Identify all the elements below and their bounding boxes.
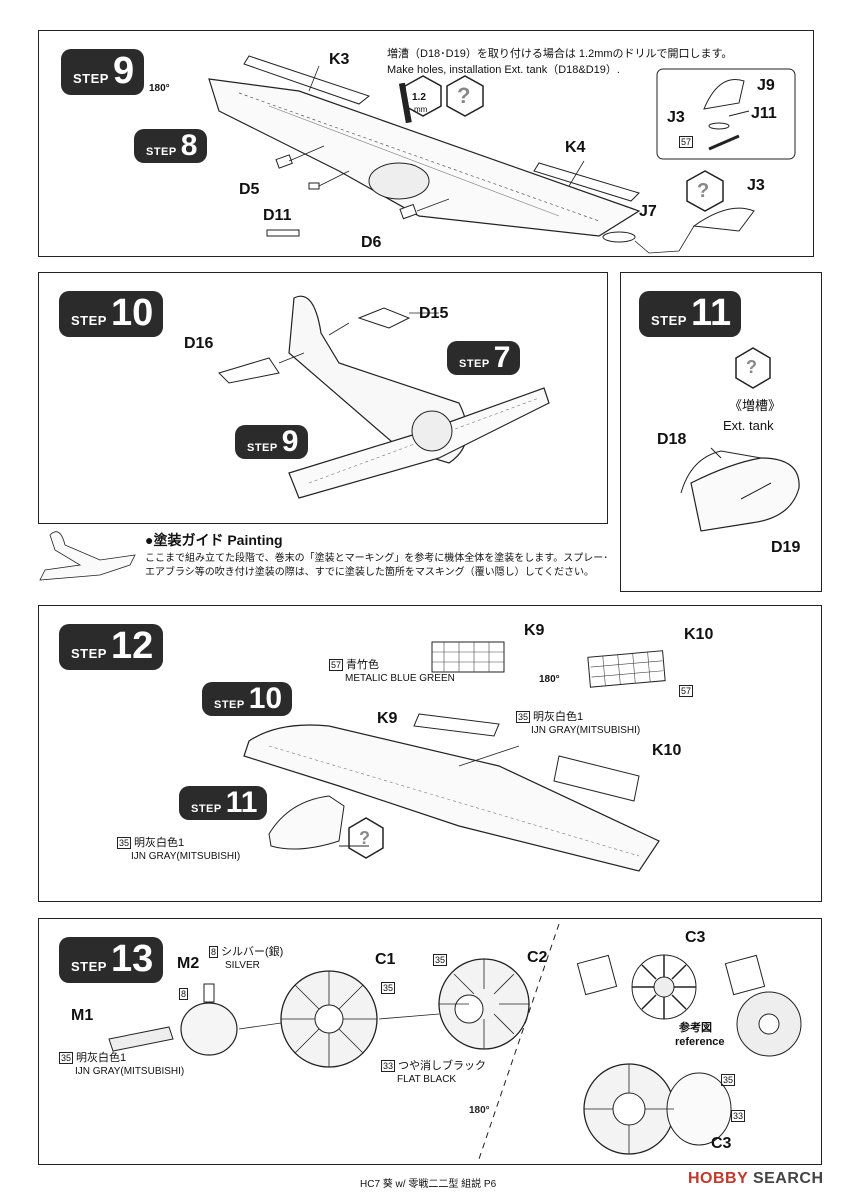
label-c3-bottom: C3 [711,1135,732,1152]
step12-drawing: ? [243,641,666,872]
ext-tank-en: Ext. tank [723,418,774,433]
label-m1: M1 [71,1007,94,1024]
c3-color-code-a: 35 [721,1074,736,1087]
label-j3-outer: J3 [747,177,765,194]
tank-color-en: IJN GRAY(MITSUBISHI) [131,851,241,862]
k9-color-en: METALIC BLUE GREEN [345,673,455,684]
c2-color-code: 35 [433,954,448,967]
label-d5: D5 [239,181,260,198]
label-c1: C1 [375,951,396,968]
c3-color-code-b: 33 [731,1110,746,1123]
label-k9-top: K9 [524,622,545,639]
svg-text:?: ? [359,828,370,848]
rotate-180-icon: 180° [539,674,560,685]
label-k3: K3 [329,51,350,68]
label-c2: C2 [527,949,548,966]
drill-unit: mm [414,105,428,114]
label-d15: D15 [419,305,449,322]
label-c3-top: C3 [685,929,706,946]
wing-color-en: IJN GRAY(MITSUBISHI) [531,725,641,736]
reference-jp: 参考図 [679,1022,712,1034]
svg-text:?: ? [457,83,470,108]
label-j3-box: J3 [667,109,685,126]
painting-line1: ここまで組み立てた段階で、巻末の「塗装とマーキング」を参考に機体全体を塗装をしま… [145,553,609,564]
hobbysearch-logo: HOBBY SEARCH [688,1170,824,1187]
label-d16: D16 [184,335,214,352]
ext-tank-jp: 《増槽》 [729,398,782,413]
step13-drawing: 180° [108,923,802,1160]
silver-color-en: SILVER [225,960,260,971]
black-color-en: FLAT BLACK [397,1074,457,1085]
drill-note-en: Make holes, installation Ext. tank（D18&D… [387,64,620,76]
m1-color-en: IJN GRAY(MITSUBISHI) [75,1066,185,1077]
label-k4: K4 [565,139,586,156]
label-m2: M2 [177,955,200,972]
rotate-180-icon: 180° [149,83,170,94]
k10-color-code: 57 [679,685,694,698]
m2-color-code: 8 [179,988,189,1001]
label-d11: D11 [263,207,292,224]
label-j11: J11 [751,105,777,122]
color-code-j11: 57 [679,136,694,149]
page-footer: HC7 葵 w/ 零戦二二型 組説 P6 [360,1179,497,1190]
label-d19: D19 [771,539,801,556]
drill-size: 1.2 [412,92,426,103]
label-j9: J9 [757,77,775,94]
label-d6: D6 [361,234,382,251]
svg-text:?: ? [697,180,709,202]
svg-text:?: ? [746,357,757,377]
c1-color-code: 35 [381,982,396,995]
label-k9-mid: K9 [377,710,398,727]
label-j7: J7 [639,203,657,220]
label-k10-mid: K10 [652,742,682,759]
painting-line2: エアブラシ等の吹き付け塗装の際は、すでに塗装した箇所をマスキング（覆い隠し）して… [145,567,594,578]
rotate-180-icon: 180° [469,1105,490,1116]
drill-note-jp: 増漕（D18･D19）を取り付ける場合は 1.2mmのドリルで開口します。 [387,48,733,60]
painting-title: ●塗装ガイド Painting [145,532,283,548]
label-d18: D18 [657,431,687,448]
label-k10-top: K10 [684,626,714,643]
step11-drawing: ? [680,347,800,532]
reference-en: reference [675,1036,725,1048]
step10-drawing [218,295,550,499]
